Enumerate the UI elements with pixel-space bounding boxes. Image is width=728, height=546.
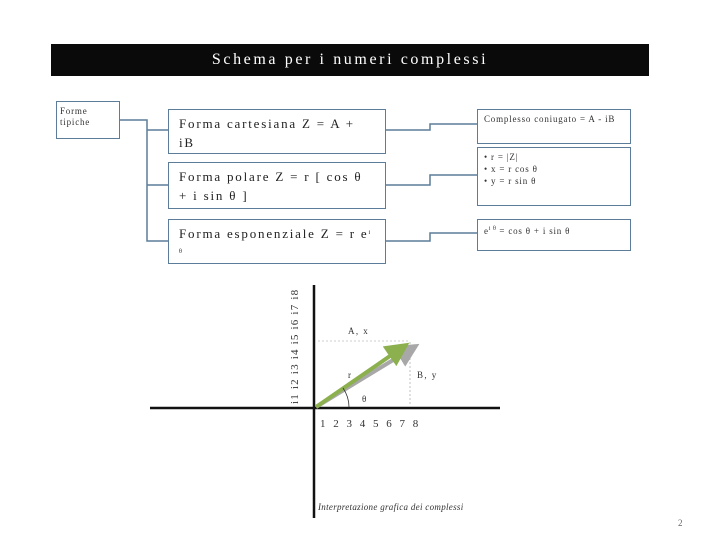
form-exponential-superscript: i θ (179, 230, 371, 255)
root-box-line1: Forme (60, 106, 88, 116)
euler-box: ei θ = cos θ + i sin θ (477, 219, 631, 251)
euler-rest: = cos θ + i sin θ (496, 226, 571, 236)
page-number: 2 (678, 518, 683, 528)
label-r: r (348, 370, 353, 380)
label-b-y: B, y (417, 370, 438, 380)
form-cartesian-box: Forma cartesiana Z = A + iB (168, 109, 386, 154)
root-box-forme-tipiche: Forme tipiche (56, 101, 120, 139)
form-cartesian-text: Forma cartesiana Z = A + iB (179, 116, 355, 150)
relation-item: • r = |Z| (484, 152, 519, 162)
cartesian-to-conjugate (386, 123, 477, 131)
form-polar-box: Forma polare Z = r [ cos θ + i sin θ ] (168, 162, 386, 209)
label-a-x: A, x (348, 326, 370, 336)
slide-title-text: Schema per i numeri complessi (211, 51, 489, 68)
y-axis-tick-labels: i1 i2 i3 i4 i5 i6 i7 i8 (289, 288, 301, 404)
form-exponential-text: Forma esponenziale Z = r e (179, 226, 369, 241)
relation-item: • x = r cos θ (484, 164, 538, 174)
euler-base: e (484, 226, 489, 236)
exponential-to-euler (386, 232, 477, 242)
relation-item: • y = r sin θ (484, 176, 537, 186)
root-box-line2: tipiche (60, 117, 91, 127)
form-polar-text: Forma polare Z = r [ cos θ + i sin θ ] (179, 169, 363, 203)
x-axis-tick-labels: 1 2 3 4 5 6 7 8 (320, 418, 420, 430)
label-theta: θ (362, 394, 368, 404)
conjugate-box: Complesso coniugato = A - iB (477, 109, 631, 144)
vector-a-green (314, 342, 410, 409)
conjugate-text: Complesso coniugato = A - iB (484, 114, 616, 124)
slide-title: Schema per i numeri complessi (51, 44, 649, 76)
form-exponential-box: Forma esponenziale Z = r ei θ (168, 219, 386, 264)
relations-box: • r = |Z| • x = r cos θ • y = r sin θ (477, 147, 631, 206)
root-to-forms-connector (120, 119, 168, 242)
theta-arc (342, 387, 350, 408)
diagram-caption: Interpretazione grafica dei complessi (318, 502, 464, 512)
euler-superscript: i θ (488, 226, 497, 232)
polar-to-relations (386, 174, 477, 186)
